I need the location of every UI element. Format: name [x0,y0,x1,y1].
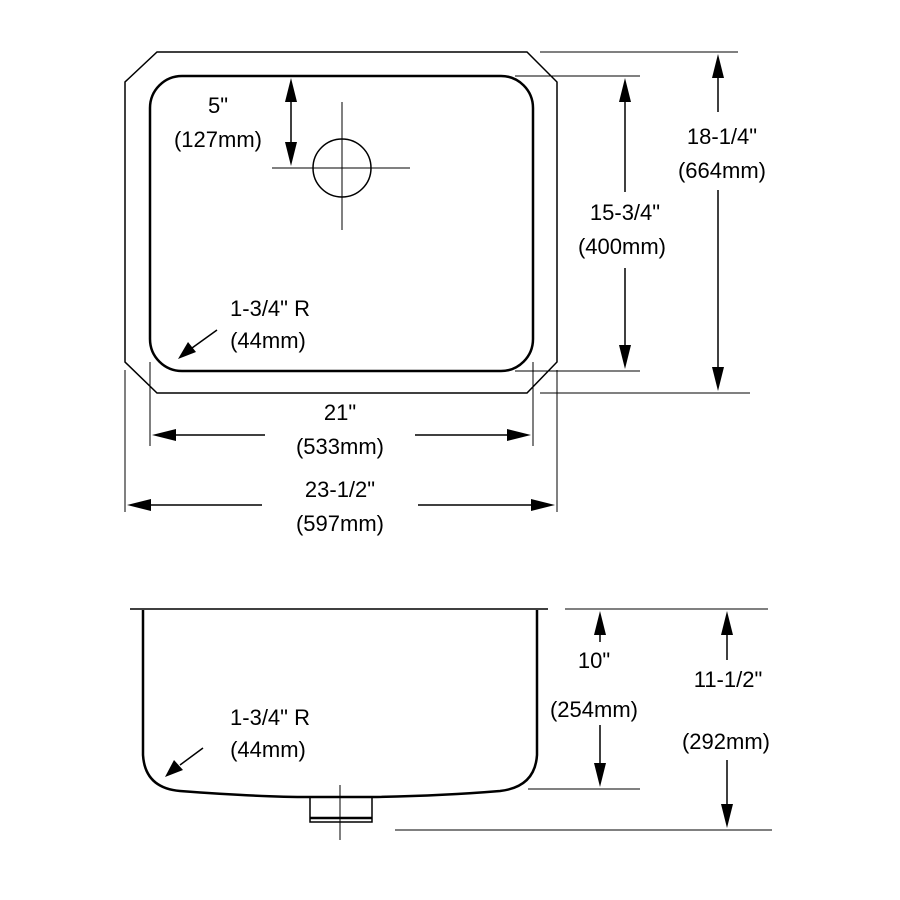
overall-width-inch: 23-1/2" [305,477,375,502]
overall-depth-dimension: 11-1/2" (292mm) [395,611,772,831]
side-corner-radius-inch: 1-3/4" R [230,705,310,730]
drain-outlet [309,785,373,840]
bowl-length-inch: 15-3/4" [590,200,660,225]
drain-offset-mm: (127mm) [174,127,262,152]
bowl-length-mm: (400mm) [578,234,666,259]
corner-radius-callout: 1-3/4" R (44mm) [178,296,310,359]
overall-length-inch: 18-1/4" [687,124,757,149]
bowl-width-mm: (533mm) [296,434,384,459]
corner-radius-inch: 1-3/4" R [230,296,310,321]
overall-depth-inch: 11-1/2" [694,667,763,692]
overall-length-mm: (664mm) [678,158,766,183]
corner-radius-mm: (44mm) [230,328,306,353]
drain-hole [272,102,410,230]
top-view: 5" (127mm) 1-3/4" R (44mm) 21" (533mm) [124,51,766,536]
side-view: 1-3/4" R (44mm) 10" (254mm) 11-1/2" (292… [130,608,772,840]
drain-offset-dimension: 5" (127mm) [174,78,297,166]
sink-bowl-outline [148,74,535,373]
overall-width-mm: (597mm) [296,511,384,536]
sink-bowl-profile [141,610,539,799]
side-corner-radius-mm: (44mm) [230,737,306,762]
bowl-depth-mm: (254mm) [550,697,638,722]
side-corner-radius-callout: 1-3/4" R (44mm) [165,705,310,777]
sink-outer-rim [124,51,558,394]
bowl-depth-inch: 10" [578,648,610,673]
bowl-depth-dimension: 10" (254mm) [528,608,768,790]
bowl-width-dimension: 21" (533mm) [149,362,534,459]
bowl-length-dimension: 15-3/4" (400mm) [515,75,666,372]
bowl-width-inch: 21" [324,400,356,425]
drain-offset-inch: 5" [208,93,228,118]
overall-depth-mm: (292mm) [682,729,770,754]
overall-width-dimension: 23-1/2" (597mm) [124,370,558,536]
overall-length-dimension: 18-1/4" (664mm) [540,51,766,394]
